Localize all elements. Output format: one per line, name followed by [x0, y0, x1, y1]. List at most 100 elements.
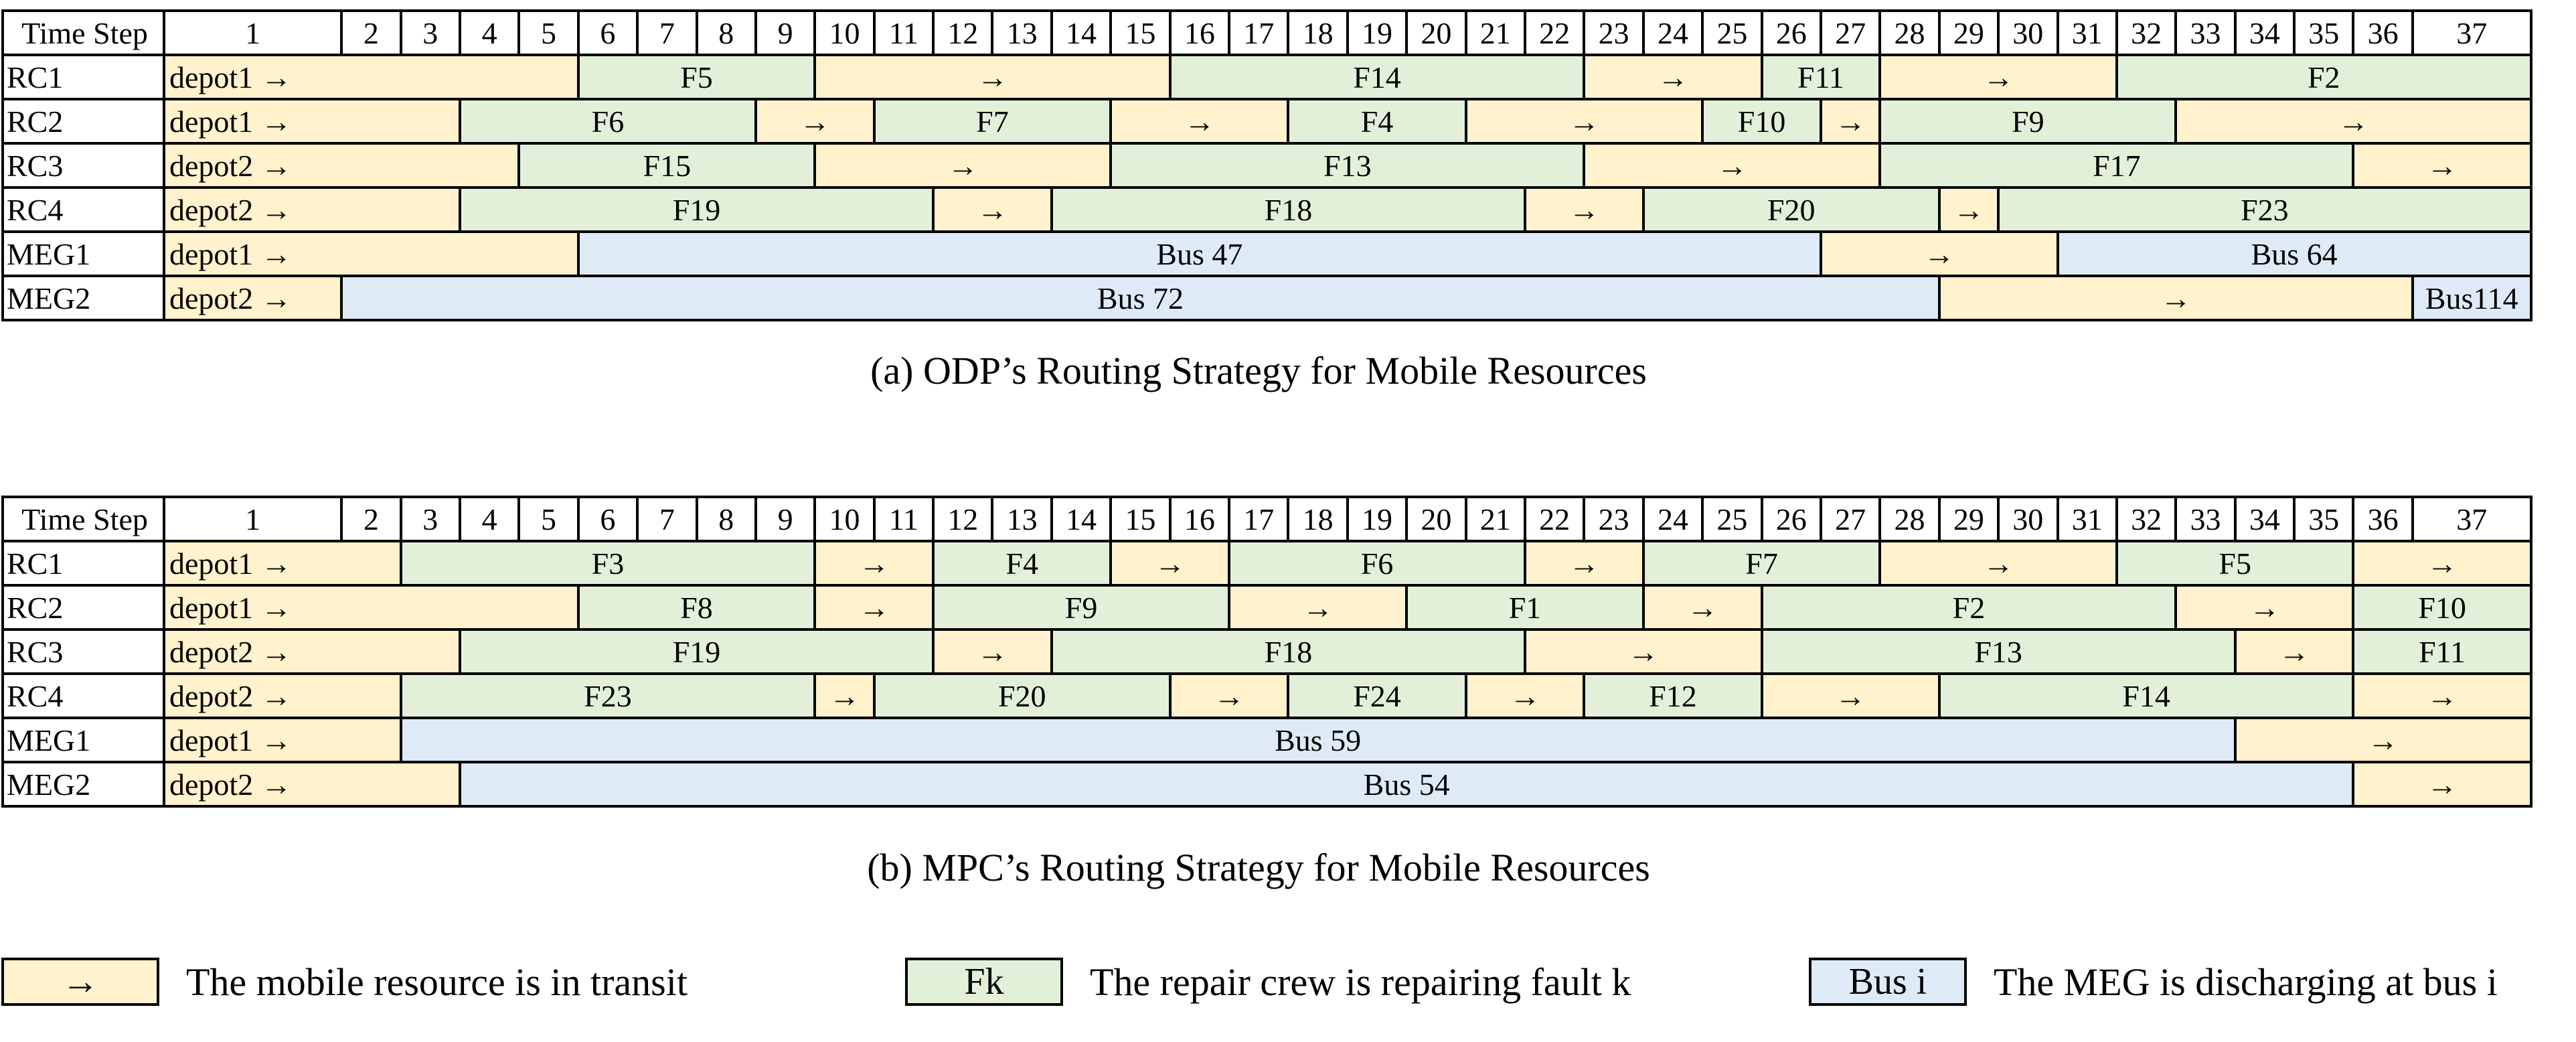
resource-name: RC1 [1, 54, 165, 100]
time-step-3: 3 [399, 496, 461, 542]
time-step-27: 27 [1819, 9, 1882, 56]
time-step-8: 8 [695, 496, 757, 542]
time-step-34: 34 [2233, 9, 2296, 56]
transit-segment: → [1523, 540, 1645, 587]
time-step-17: 17 [1228, 9, 1290, 56]
resource-name: MEG2 [1, 275, 165, 321]
time-step-32: 32 [2115, 496, 2178, 542]
transit-segment: → [1819, 230, 2059, 277]
time-step-21: 21 [1464, 9, 1526, 56]
transit-segment: depot1 → [163, 540, 402, 587]
resource-name: RC4 [1, 672, 165, 719]
bus-segment: Bus 54 [458, 761, 2355, 808]
transit-segment: → [1760, 672, 1941, 719]
time-step-26: 26 [1760, 9, 1822, 56]
time-step-7: 7 [636, 496, 698, 542]
repair-segment: F17 [1878, 142, 2355, 189]
transit-segment: → [2233, 717, 2532, 763]
time-step-10: 10 [813, 9, 876, 56]
transit-segment: depot2 → [162, 142, 521, 189]
bus-segment: Bus 64 [2056, 230, 2532, 277]
repair-segment: F2 [1760, 584, 2178, 631]
repair-segment: F18 [1050, 186, 1526, 233]
time-step-6: 6 [576, 9, 639, 56]
time-step-31: 31 [2056, 496, 2118, 542]
transit-segment: → [754, 98, 876, 145]
transit-segment: → [1937, 186, 2000, 233]
transit-segment: → [932, 186, 1053, 233]
repair-segment: F19 [458, 628, 935, 675]
time-step-24: 24 [1641, 9, 1704, 56]
repair-segment: F9 [932, 584, 1231, 631]
time-step-17: 17 [1228, 496, 1290, 542]
time-step-14: 14 [1050, 496, 1113, 542]
transit-segment: → [1109, 98, 1290, 145]
time-step-21: 21 [1464, 496, 1526, 542]
mpc-caption: (b) MPC’s Routing Strategy for Mobile Re… [867, 846, 1650, 889]
transit-segment: depot2 → [163, 672, 402, 719]
time-step-19: 19 [1346, 9, 1408, 56]
transit-segment: → [813, 54, 1172, 100]
repair-segment: F15 [517, 142, 817, 189]
repair-segment: F1 [1405, 584, 1645, 631]
repair-segment: F20 [1641, 186, 1941, 233]
resource-name: MEG1 [1, 717, 165, 763]
transit-segment: → [1878, 540, 2118, 587]
resource-name: RC4 [1, 186, 165, 233]
transit-segment: → [1819, 98, 1882, 145]
resource-name: RC1 [1, 540, 165, 587]
legend-transit-swatch: → [1, 958, 159, 1006]
time-step-12: 12 [932, 9, 994, 56]
legend-bus-swatch: Bus i [1809, 958, 1967, 1006]
repair-segment: F10 [1701, 98, 1822, 145]
time-step-11: 11 [872, 496, 935, 542]
time-step-35: 35 [2293, 9, 2355, 56]
time-step-36: 36 [2352, 496, 2414, 542]
repair-segment: F5 [576, 54, 817, 100]
time-step-3: 3 [399, 9, 461, 56]
repair-segment: F20 [872, 672, 1172, 719]
repair-segment: F13 [1760, 628, 2237, 675]
resource-name: RC2 [1, 98, 165, 145]
legend-repair: Fk The repair crew is repairing fault k [905, 955, 1631, 1009]
time-step-33: 33 [2174, 496, 2237, 542]
transit-segment: → [813, 672, 876, 719]
transit-segment: → [1937, 275, 2414, 321]
time-step-5: 5 [517, 9, 580, 56]
time-step-16: 16 [1168, 9, 1231, 56]
time-step-25: 25 [1701, 9, 1763, 56]
time-step-30: 30 [1997, 9, 2059, 56]
time-step-12: 12 [932, 496, 994, 542]
repair-segment: F8 [576, 584, 817, 631]
repair-segment: F19 [458, 186, 935, 233]
transit-segment: → [1168, 672, 1290, 719]
time-step-34: 34 [2233, 496, 2296, 542]
time-step-label: Time Step [1, 9, 165, 56]
time-step-37: 37 [2411, 496, 2532, 542]
repair-segment: F14 [1168, 54, 1586, 100]
repair-segment: F2 [2115, 54, 2532, 100]
transit-segment: depot2 → [163, 761, 461, 808]
time-step-11: 11 [872, 9, 935, 56]
transit-segment: depot2 → [163, 186, 461, 233]
repair-segment: F23 [399, 672, 817, 719]
time-step-23: 23 [1583, 9, 1645, 56]
time-step-13: 13 [991, 9, 1053, 56]
time-step-32: 32 [2115, 9, 2178, 56]
legend-bus-text: The MEG is discharging at bus i [1994, 960, 2498, 1004]
odp-caption: (a) ODP’s Routing Strategy for Mobile Re… [870, 349, 1647, 392]
transit-segment: → [1523, 628, 1763, 675]
transit-segment: → [813, 142, 1113, 189]
